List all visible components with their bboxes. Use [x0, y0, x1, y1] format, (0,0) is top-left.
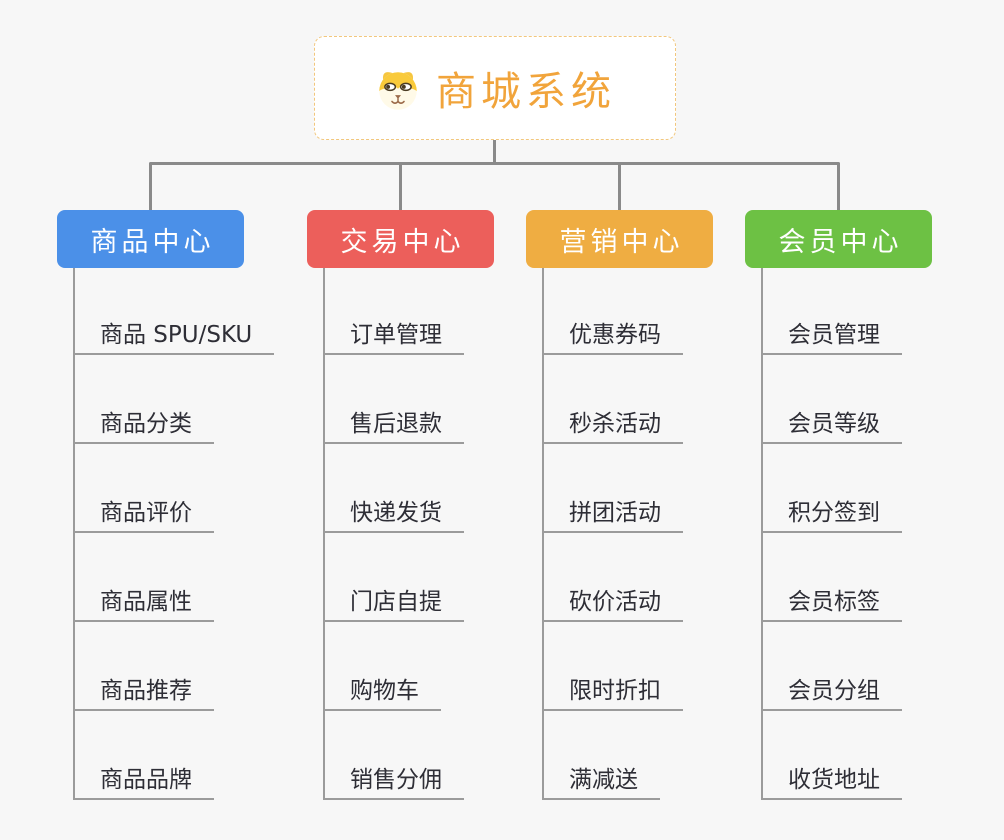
branch-header-marketing-center[interactable]: 营销中心	[526, 210, 713, 268]
leaf-item[interactable]: 砍价活动	[542, 576, 683, 622]
connector-spine-marketing	[542, 268, 544, 800]
branch-header-member-center[interactable]: 会员中心	[745, 210, 932, 268]
branch-header-trade-center[interactable]: 交易中心	[307, 210, 494, 268]
leaf-item[interactable]: 售后退款	[323, 398, 464, 444]
leaf-item[interactable]: 订单管理	[323, 309, 464, 355]
leaf-item[interactable]: 会员标签	[761, 576, 902, 622]
leaf-item[interactable]: 商品推荐	[73, 665, 214, 711]
leaf-item[interactable]: 购物车	[323, 665, 441, 711]
leaf-item[interactable]: 优惠券码	[542, 309, 683, 355]
leaf-item[interactable]: 会员管理	[761, 309, 902, 355]
leaf-item[interactable]: 门店自提	[323, 576, 464, 622]
connector-spine-trade	[323, 268, 325, 800]
branch-header-product-center[interactable]: 商品中心	[57, 210, 244, 268]
leaf-item[interactable]: 满减送	[542, 754, 660, 800]
connector-drop-marketing	[618, 163, 621, 211]
connector-drop-member	[837, 163, 840, 211]
root-node[interactable]: 商城系统	[314, 36, 676, 140]
connector-spine-member	[761, 268, 763, 800]
connector-root-drop	[493, 140, 496, 165]
leaf-item[interactable]: 商品属性	[73, 576, 214, 622]
leaf-item[interactable]: 商品品牌	[73, 754, 214, 800]
leaf-item[interactable]: 商品分类	[73, 398, 214, 444]
root-title: 商城系统	[436, 69, 616, 115]
connector-drop-trade	[399, 163, 402, 211]
leaf-item[interactable]: 限时折扣	[542, 665, 683, 711]
leaf-item[interactable]: 秒杀活动	[542, 398, 683, 444]
shiba-dog-icon	[374, 64, 422, 112]
leaf-item[interactable]: 拼团活动	[542, 487, 683, 533]
connector-trunk	[149, 162, 840, 165]
leaf-item[interactable]: 收货地址	[761, 754, 902, 800]
leaf-item[interactable]: 商品评价	[73, 487, 214, 533]
connector-drop-product	[149, 163, 152, 211]
leaf-item[interactable]: 积分签到	[761, 487, 902, 533]
leaf-item[interactable]: 快递发货	[323, 487, 464, 533]
leaf-item[interactable]: 会员等级	[761, 398, 902, 444]
leaf-item[interactable]: 销售分佣	[323, 754, 464, 800]
leaf-item[interactable]: 会员分组	[761, 665, 902, 711]
leaf-item[interactable]: 商品 SPU/SKU	[73, 309, 275, 355]
connector-spine-product	[73, 268, 75, 800]
